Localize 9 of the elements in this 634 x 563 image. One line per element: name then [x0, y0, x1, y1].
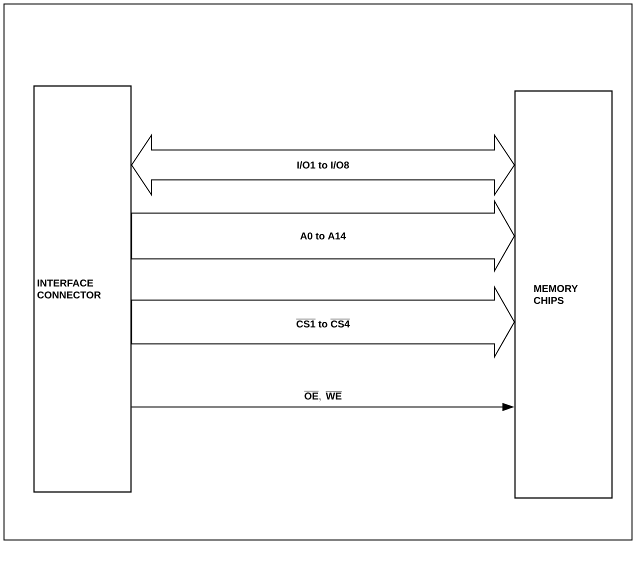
edge-label: $\text{I/O1 to I/O8}$	[297, 161, 349, 169]
bus-arrow	[131, 133, 515, 197]
block-box: MEMORY CHIPS	[514, 90, 613, 499]
edge-label: $\overline{\text{CS1}}\text{ to }\overline{\text{CS4}}$	[296, 319, 350, 328]
edge-label: $\overline{\text{OE}},\ \overline{\text{WE}}$	[304, 391, 342, 402]
block-box: INTERFACE CONNECTOR	[33, 85, 132, 493]
bus-arrow	[131, 199, 515, 273]
edge-label: $\text{A0 to A14}$	[300, 232, 346, 240]
bus-arrow	[131, 285, 515, 359]
